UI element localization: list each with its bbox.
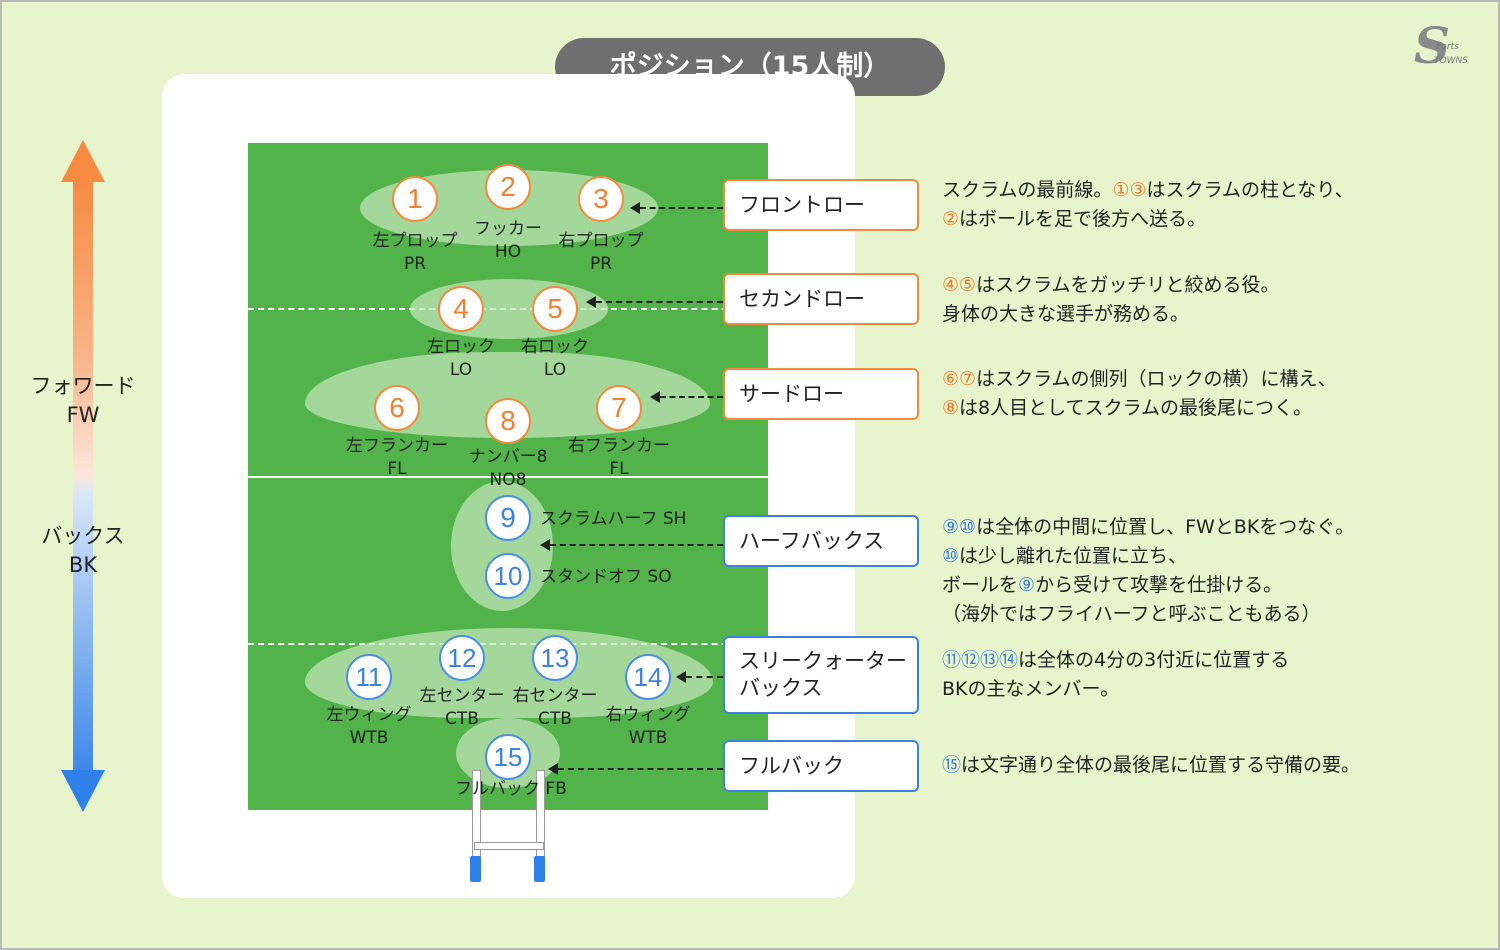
- arrow-up-icon: [61, 140, 105, 182]
- position-name: 右ウィング: [605, 705, 691, 725]
- full-back-title: フルバック: [739, 753, 844, 778]
- position-4-label: 左ロック LO: [391, 336, 531, 382]
- position-15-label: フルバック FB: [455, 779, 567, 799]
- front-row-box: フロントロー: [723, 179, 919, 231]
- position-name: 右センター: [512, 686, 598, 706]
- position-name: 左センター: [419, 686, 505, 706]
- position-2-label: フッカー HO: [438, 218, 578, 264]
- forwards-label: フォワード FW: [30, 374, 136, 427]
- position-12-label: 左センター CTB: [392, 685, 532, 731]
- description-line: 身体の大きな選手が務める。: [942, 303, 1190, 325]
- full-back-arrow-icon: [548, 763, 723, 775]
- position-abbr: FL: [609, 459, 629, 479]
- position-14-label: 右ウィング WTB: [578, 704, 718, 750]
- position-abbr: LO: [449, 360, 473, 380]
- position-1-label: 左プロップ PR: [345, 230, 485, 276]
- position-name: 左フランカー: [346, 436, 448, 456]
- second-row-title: セカンドロー: [739, 286, 865, 311]
- position-6-circle: 6: [374, 385, 420, 431]
- position-abbr: NO8: [489, 470, 527, 490]
- position-abbr: FL: [387, 459, 407, 479]
- position-5-circle: 5: [532, 286, 578, 332]
- front-row-description: スクラムの最前線。①③はスクラムの柱となり、 ②はボールを足で後方へ送る。: [942, 176, 1354, 234]
- front-row-arrow-icon: [630, 202, 723, 214]
- position-14-circle: 14: [625, 654, 671, 700]
- position-15-circle: 15: [485, 734, 531, 780]
- position-13-label: 右センター CTB: [485, 685, 625, 731]
- position-11-circle: 11: [346, 654, 392, 700]
- second-row-box: セカンドロー: [723, 273, 919, 325]
- position-name: 右ロック: [521, 337, 589, 357]
- position-name: ナンバー8: [468, 447, 548, 467]
- position-3-circle: 3: [578, 176, 624, 222]
- position-abbr: PR: [403, 254, 427, 274]
- position-abbr: CTB: [445, 709, 479, 729]
- position-2-circle: 2: [485, 164, 531, 210]
- description-line: BKの主なメンバー。: [942, 678, 1120, 700]
- position-name: 右プロップ: [558, 231, 644, 251]
- third-row-arrow-icon: [650, 391, 723, 403]
- position-name: 左ウィング: [326, 705, 412, 725]
- full-back-box: フルバック: [723, 740, 919, 792]
- three-quarter-backs-title: スリークォーター バックス: [739, 649, 907, 700]
- logo: S Ports TOWNS: [1414, 16, 1468, 75]
- second-row-description: ④⑤はスクラムをガッチリと絞める役。身体の大きな選手が務める。: [942, 271, 1280, 329]
- full-back-description: ⑮は文字通り全体の最後尾に位置する守備の要。: [942, 751, 1360, 780]
- three-quarter-backs-box: スリークォーター バックス: [723, 636, 919, 714]
- three-quarter-backs-description: ⑪⑫⑬⑭は全体の4分の3付近に位置する BKの主なメンバー。: [942, 646, 1289, 704]
- three-quarter-backs-arrow-icon: [676, 671, 723, 683]
- position-9-label: スクラムハーフ SH: [540, 509, 687, 529]
- description-line: ⑨⑩は全体の中間に位置し、FWとBKをつなぐ。: [942, 516, 1355, 538]
- position-6-label: 左フランカー FL: [327, 435, 467, 481]
- third-row-description: ⑥⑦はスクラムの側列（ロックの横）に構え、 ⑧は8人目としてスクラムの最後尾につく…: [942, 365, 1337, 423]
- position-name: 右フランカー: [568, 436, 670, 456]
- backs-label: バックス BK: [41, 524, 125, 577]
- position-abbr: HO: [494, 242, 522, 262]
- position-4-circle: 4: [438, 286, 484, 332]
- position-abbr: PR: [589, 254, 613, 274]
- description-line: ⑮は文字通り全体の最後尾に位置する守備の要。: [942, 754, 1361, 776]
- position-10-label: スタンドオフ SO: [540, 567, 672, 587]
- half-backs-box: ハーフバックス: [723, 515, 919, 567]
- field-halfway-line: [248, 476, 768, 478]
- description-line: （海外ではフライハーフと呼ぶこともある）: [942, 603, 1321, 625]
- position-3-label: 右プロップ PR: [531, 230, 671, 276]
- position-8-circle: 8: [485, 398, 531, 444]
- description-line: ⑩は少し離れた位置に立ち、: [942, 545, 1188, 567]
- third-row-title: サードロー: [739, 381, 844, 406]
- third-row-box: サードロー: [723, 368, 919, 420]
- second-row-arrow-icon: [586, 296, 723, 308]
- position-7-circle: 7: [596, 385, 642, 431]
- half-backs-description: ⑨⑩は全体の中間に位置し、FWとBKをつなぐ。 ⑩は少し離れた位置に立ち、ボールを…: [942, 513, 1354, 629]
- position-5-label: 右ロック LO: [485, 336, 625, 382]
- position-11-label: 左ウィング WTB: [299, 704, 439, 750]
- half-backs-arrow-icon: [540, 539, 723, 551]
- position-1-circle: 1: [392, 176, 438, 222]
- position-13-circle: 13: [532, 635, 578, 681]
- position-name: フッカー: [474, 219, 542, 239]
- position-12-circle: 12: [439, 635, 485, 681]
- position-10-circle: 10: [485, 553, 531, 599]
- position-abbr: LO: [543, 360, 567, 380]
- description-line: ボールを⑨から受けて攻撃を仕掛ける。: [942, 574, 1283, 596]
- position-name: 左プロップ: [372, 231, 458, 251]
- position-9-circle: 9: [485, 495, 531, 541]
- position-abbr: WTB: [349, 728, 389, 748]
- description-line: ⑥⑦はスクラムの側列（ロックの横）に構え、: [942, 368, 1337, 390]
- fw-bk-gradient-bar: [73, 178, 93, 774]
- description-line: ⑧は8人目としてスクラムの最後尾につく。: [942, 397, 1312, 419]
- position-name: 左ロック: [427, 337, 495, 357]
- position-abbr: WTB: [628, 728, 668, 748]
- description-line: スクラムの最前線。①③はスクラムの柱となり、: [942, 179, 1354, 201]
- description-line: ④⑤はスクラムをガッチリと絞める役。: [942, 274, 1280, 296]
- description-line: ⑪⑫⑬⑭は全体の4分の3付近に位置する: [942, 649, 1290, 671]
- front-row-title: フロントロー: [739, 192, 865, 217]
- position-7-label: 右フランカー FL: [549, 435, 689, 481]
- description-line: ②はボールを足で後方へ送る。: [942, 208, 1207, 230]
- position-abbr: CTB: [538, 709, 572, 729]
- arrow-down-icon: [61, 770, 105, 812]
- half-backs-title: ハーフバックス: [739, 528, 885, 553]
